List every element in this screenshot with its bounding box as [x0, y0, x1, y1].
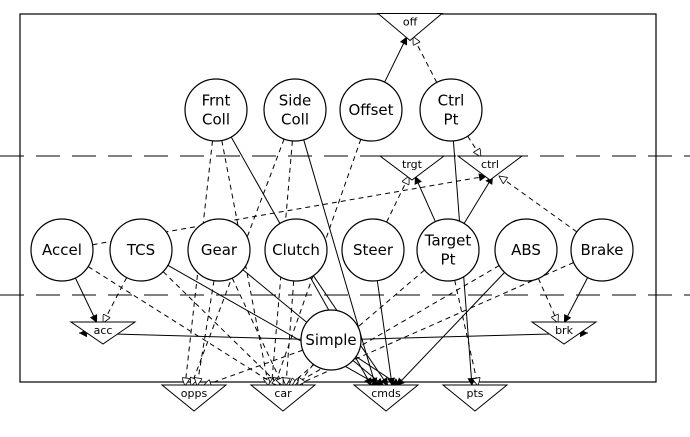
port-triangle — [378, 155, 446, 181]
edge-tcs-to-car — [162, 271, 280, 386]
edge-tcs-to-acc — [102, 277, 128, 324]
port-car: car — [249, 384, 317, 412]
edge-target-pt-to-ctrl — [463, 175, 494, 224]
edge-accel-to-acc — [74, 277, 98, 324]
node-circle — [494, 218, 558, 282]
port-triangle — [160, 384, 228, 412]
node-label: Side — [279, 92, 311, 110]
node-tcs: TCS — [109, 218, 173, 282]
port-label: brk — [555, 324, 574, 337]
edge-frnt-coll-to-car — [221, 140, 269, 387]
node-circle — [30, 218, 94, 282]
node-circle — [184, 78, 248, 142]
port-acc: acc — [69, 321, 137, 345]
port-label: ctrl — [481, 158, 499, 171]
port-label: opps — [181, 387, 208, 400]
node-label: Coll — [202, 111, 230, 129]
port-brk: brk — [530, 321, 598, 345]
node-circle — [416, 218, 480, 282]
node-label: Frnt — [202, 92, 231, 110]
node-circle — [187, 218, 251, 282]
port-triangle — [441, 384, 509, 412]
node-label: Steer — [353, 241, 394, 259]
edge-side-coll-to-opps — [191, 138, 285, 386]
node-clutch: Clutch — [264, 218, 328, 282]
edge-steer-to-trgt — [386, 176, 409, 223]
edge-brake-to-ctrl — [499, 176, 578, 233]
node-label: TCS — [126, 241, 155, 259]
node-label: Offset — [348, 101, 393, 119]
port-triangle — [69, 321, 137, 345]
node-circle — [339, 78, 403, 142]
port-cmds: cmds — [352, 384, 420, 412]
port-ctrl: ctrl — [456, 155, 524, 181]
edge-side-coll-to-car — [272, 140, 293, 386]
port-label: trgt — [402, 158, 423, 171]
edge-target-pt-to-pts — [454, 280, 478, 386]
edge-ctrl-pt-to-ctrl — [467, 135, 481, 157]
edge-gear-to-opps — [197, 280, 215, 386]
edge-offset-to-off — [384, 36, 408, 83]
diagram-frame — [19, 13, 657, 383]
node-label: Coll — [281, 111, 309, 129]
node-label: Pt — [444, 111, 459, 129]
port-opps: opps — [160, 384, 228, 412]
edge-simple-to-car — [297, 363, 314, 386]
node-accel: Accel — [30, 218, 94, 282]
port-label: acc — [94, 324, 113, 337]
node-circle — [570, 218, 634, 282]
edge-abs-to-cmds — [395, 272, 505, 387]
node-abs: ABS — [494, 218, 558, 282]
port-label: car — [274, 387, 292, 400]
node-label: ABS — [511, 241, 541, 259]
edge-side-coll-to-cmds — [303, 139, 378, 387]
node-label: Clutch — [272, 241, 320, 259]
node-circle — [264, 218, 328, 282]
port-triangle — [376, 13, 444, 42]
port-trgt: trgt — [378, 155, 446, 181]
port-triangle — [249, 384, 317, 412]
edge-abs-to-brk — [537, 278, 558, 323]
edge-simple-to-cmds — [355, 356, 401, 387]
edge-steer-to-cmds — [376, 280, 396, 387]
edge-brake-to-brk — [563, 277, 589, 324]
node-circle — [263, 78, 327, 142]
node-steer: Steer — [341, 218, 405, 282]
port-label: pts — [466, 387, 483, 400]
node-label: Brake — [580, 241, 623, 259]
port-off: off — [376, 13, 444, 42]
ports: off trgt ctrl acc brk opps car cmds pts — [69, 13, 598, 412]
node-circle — [300, 309, 362, 371]
node-label: Ctrl — [438, 92, 465, 110]
node-label: Simple — [305, 331, 356, 349]
node-circle — [109, 218, 173, 282]
port-triangle — [456, 155, 524, 181]
node-circle — [419, 78, 483, 142]
node-simple: Simple — [300, 309, 362, 371]
port-label: off — [403, 16, 418, 29]
port-triangle — [530, 321, 598, 345]
node-offset: Offset — [339, 78, 403, 142]
node-circle — [341, 218, 405, 282]
node-label: Target — [424, 232, 472, 250]
edge-target-pt-to-trgt — [414, 175, 436, 222]
port-label: cmds — [371, 387, 401, 400]
node-label: Gear — [201, 241, 238, 259]
port-pts: pts — [441, 384, 509, 412]
node-label: Pt — [441, 251, 456, 269]
node-label: Accel — [42, 241, 82, 259]
node-gear: Gear — [187, 218, 251, 282]
edge-ctrl-pt-to-off — [412, 37, 438, 83]
edge-accel-to-car — [87, 266, 277, 386]
edge-gear-to-car — [231, 277, 283, 386]
port-triangle — [352, 384, 420, 412]
node-brake: Brake — [570, 218, 634, 282]
